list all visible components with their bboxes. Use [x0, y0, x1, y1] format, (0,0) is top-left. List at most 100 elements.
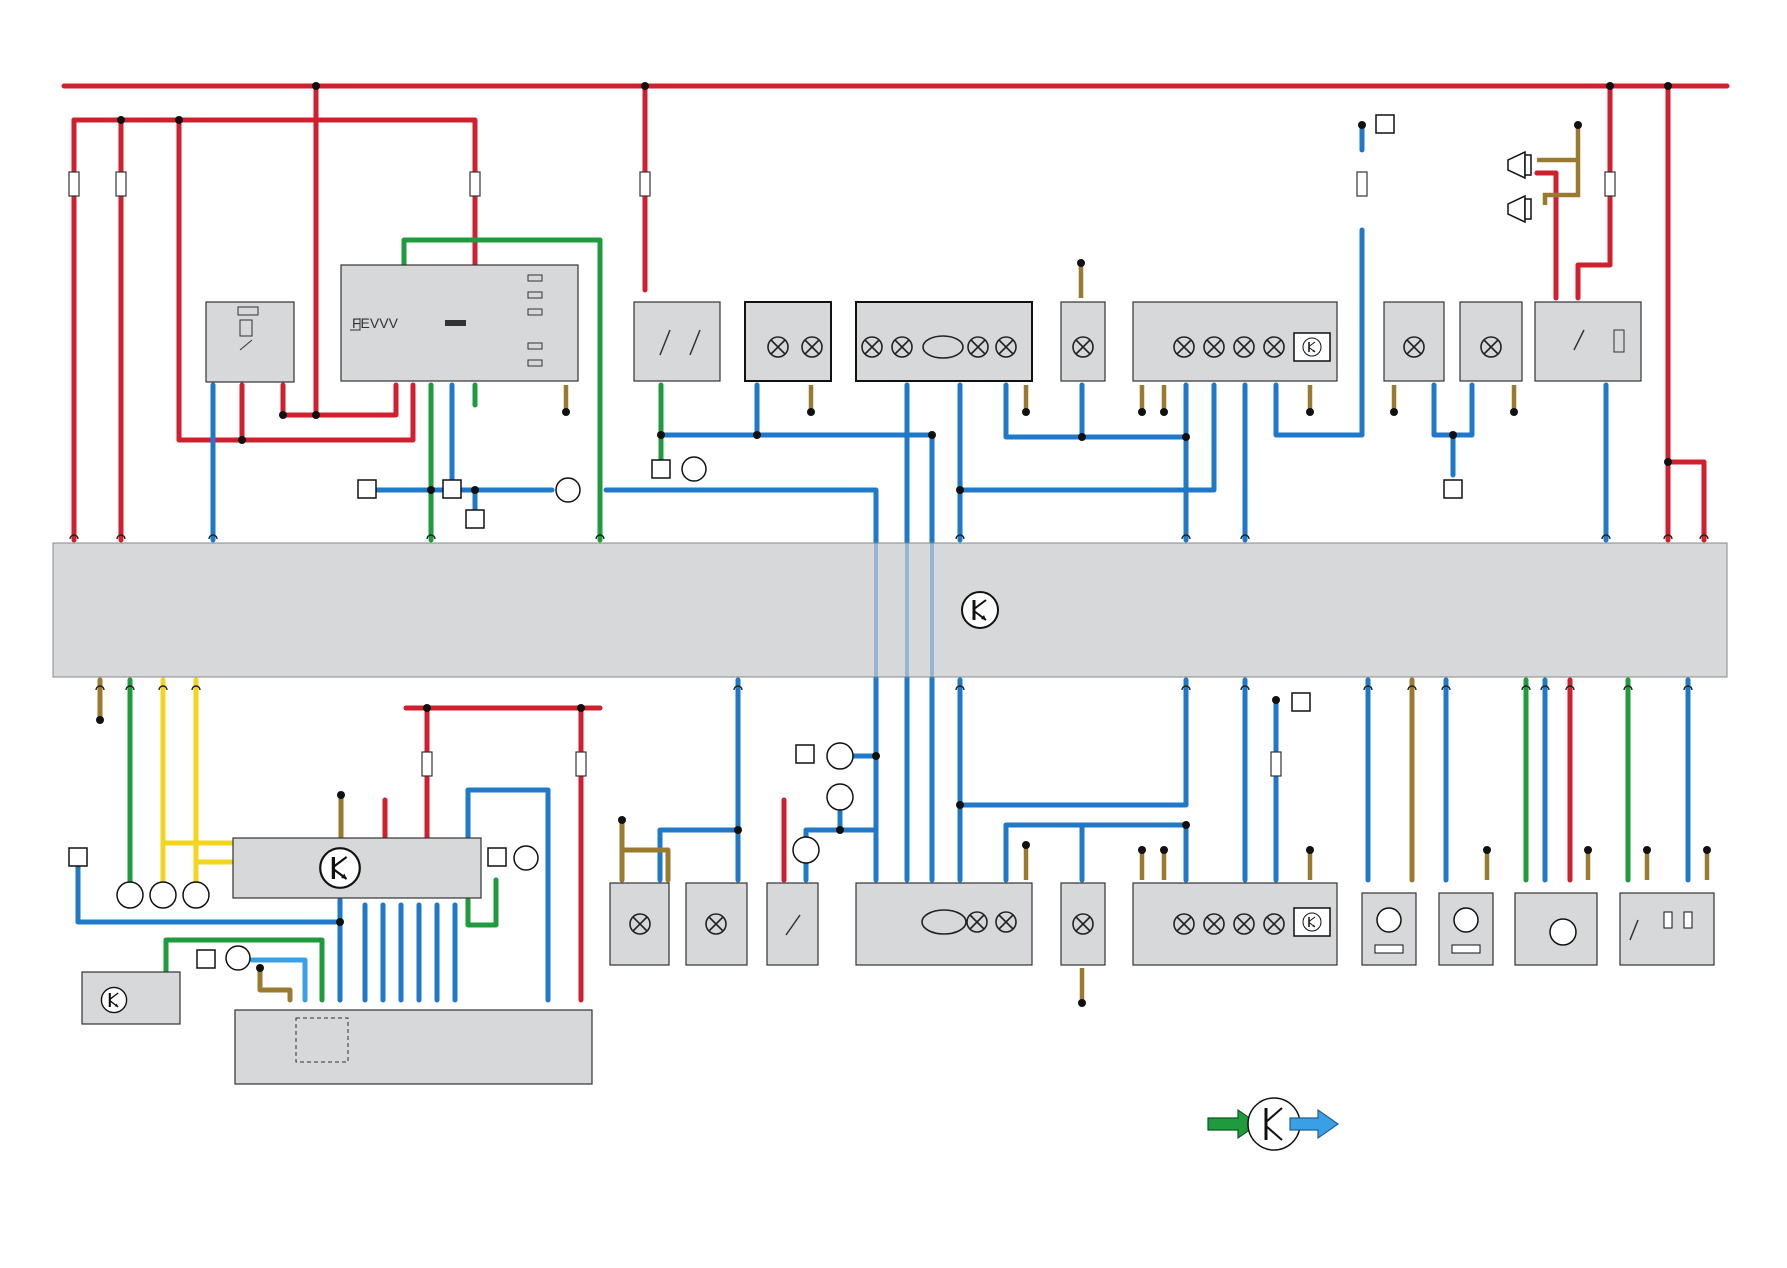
fuse-icon — [1356, 171, 1368, 197]
lamp-cluster-rear — [855, 882, 1033, 966]
lamp-control-module: FEVVV — [340, 264, 579, 382]
connector-pin — [196, 949, 216, 969]
connector-pin — [792, 836, 820, 864]
bulb-cross-icon — [1173, 336, 1195, 358]
bulb-cross-icon — [1203, 913, 1225, 935]
green-wire-top — [401, 237, 603, 543]
switch-icon — [785, 914, 801, 936]
fuse-icon — [639, 171, 651, 197]
control-unit-small — [81, 971, 181, 1025]
transistor-symbol-icon — [1302, 337, 1322, 357]
input-arrow-icon — [1207, 1108, 1260, 1140]
instrument-cluster-top — [1132, 301, 1338, 382]
green-wire-lower-b — [163, 937, 325, 1003]
blue-wire-lower-a — [465, 787, 551, 1003]
output-arrow-icon — [1289, 1108, 1340, 1140]
relay-icon — [237, 306, 259, 316]
motor-icon — [1549, 918, 1577, 946]
connector-pin — [225, 945, 251, 971]
fuse-icon — [1270, 751, 1282, 777]
bulb-cross-icon — [1263, 913, 1285, 935]
connector-pin — [465, 509, 485, 529]
bulb-cross-icon — [1233, 913, 1255, 935]
lightblue-wire-lower — [249, 957, 308, 1003]
lamp-single-bottom-b — [685, 882, 748, 966]
connector-pin — [513, 845, 539, 871]
bulb-cross-icon — [967, 336, 989, 358]
connector-pin — [149, 881, 177, 909]
connector-pin — [116, 881, 144, 909]
blue-wire-mid-1 — [657, 677, 741, 883]
switch-bottom — [766, 882, 819, 966]
brown-wire-mid-1 — [619, 817, 671, 883]
body-control-module — [232, 837, 482, 899]
connector-pin — [68, 847, 88, 867]
lamp-cluster-front — [855, 301, 1033, 382]
blue-wire-mid-8 — [1003, 822, 1189, 883]
lamp-pair-left — [744, 301, 832, 382]
fuse-icon — [68, 171, 80, 197]
feed-wire-3 — [71, 117, 478, 268]
blue-wire-5 — [603, 487, 879, 883]
fuse-icon — [575, 751, 587, 777]
brown-wire-lower-b — [257, 965, 293, 1003]
instrument-cluster-bottom — [1132, 882, 1338, 966]
connector-pin — [1443, 479, 1463, 499]
switch-icon — [1629, 919, 1639, 941]
bulb-cross-icon — [767, 336, 789, 358]
bulb-cross-icon — [629, 913, 651, 935]
lamp-single-bottom-c — [1060, 882, 1106, 966]
connector-pin — [826, 783, 854, 811]
connector-pin — [1291, 692, 1311, 712]
motor-module-c — [1514, 892, 1598, 966]
lamp-single-bottom-a — [609, 882, 670, 966]
ground-wire-1 — [1542, 125, 1581, 205]
lamp-single-right-b — [1459, 301, 1523, 382]
transistor-symbol-icon — [100, 986, 128, 1014]
bulb-cross-icon — [1173, 913, 1195, 935]
fuse-icon — [115, 171, 127, 197]
transistor-symbol-icon — [318, 846, 362, 890]
relay-icon — [1573, 329, 1585, 351]
feed-wire-7 — [313, 382, 399, 418]
bulb-cross-icon — [1263, 336, 1285, 358]
bulb-cross-icon — [995, 911, 1017, 933]
motor-icon — [1453, 907, 1479, 933]
motor-icon — [1376, 907, 1402, 933]
svg-text:FEVVV: FEVVV — [352, 315, 399, 331]
horn-feed-wire — [1534, 170, 1559, 301]
bulb-cross-icon — [891, 336, 913, 358]
horn-relay — [1534, 301, 1642, 382]
switch-module — [633, 301, 721, 382]
connector-pin — [651, 459, 671, 479]
central-control-unit — [52, 542, 1728, 678]
blue-wire-10 — [1003, 382, 1189, 440]
connector-pin — [681, 456, 707, 482]
transistor-symbol-icon — [1302, 912, 1322, 932]
led-switch-module — [1619, 892, 1715, 966]
connector-pin — [826, 742, 854, 770]
bulb-cross-icon — [1233, 336, 1255, 358]
motor-b — [1438, 892, 1494, 966]
fuse-icon — [1604, 171, 1616, 197]
feed-wire-4 — [176, 117, 416, 443]
bulb-cross-icon — [1403, 336, 1425, 358]
connector-pin — [1375, 114, 1395, 134]
switch-panel-lower — [234, 1009, 593, 1085]
fuse-icon — [469, 171, 481, 197]
legend-signal-flow — [1207, 1097, 1340, 1151]
bulb-cross-icon — [1072, 913, 1094, 935]
lamp-single-right-a — [1383, 301, 1445, 382]
bulb-cross-icon — [705, 913, 727, 935]
blue-wire-mid-7 — [957, 677, 1189, 808]
control-unit-icon — [960, 590, 1000, 630]
bulb-cross-icon — [1480, 336, 1502, 358]
switch-icon — [659, 329, 671, 356]
bulb-cross-icon — [801, 336, 823, 358]
connector-pin — [442, 479, 462, 499]
lamp-single-top — [1060, 301, 1106, 382]
bulb-cross-icon — [1072, 336, 1094, 358]
connector-pin — [555, 477, 581, 503]
